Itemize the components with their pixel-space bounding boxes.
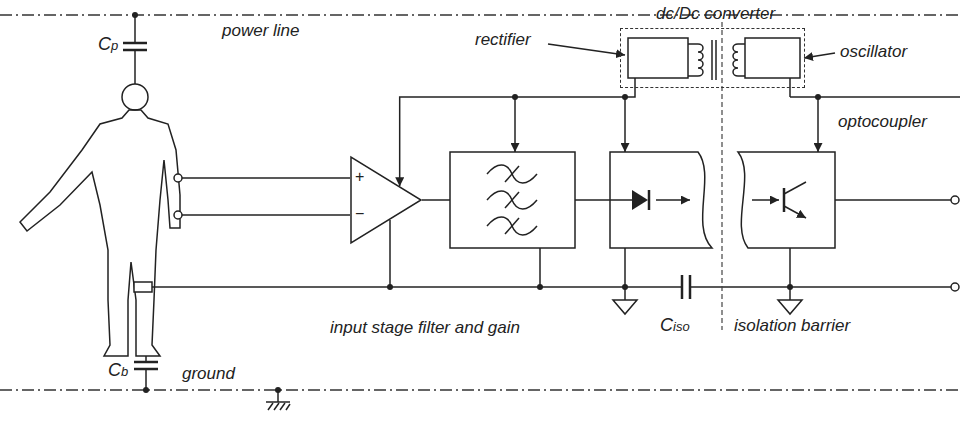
converter-box: dc/Dc converter xyxy=(620,28,805,88)
wire xyxy=(575,199,610,201)
output-terminal xyxy=(951,283,959,291)
filter-symbol xyxy=(505,218,519,234)
capacitor-plate xyxy=(123,42,147,45)
text-holder: Cp xyxy=(98,34,118,56)
filter-symbol xyxy=(505,166,519,182)
text-holder: power line xyxy=(222,21,300,41)
optocoupler-transistor-box xyxy=(738,152,835,248)
wire xyxy=(134,15,136,43)
isolation-barrier-line xyxy=(721,22,722,330)
component-label: Cb xyxy=(108,360,128,382)
rectifier-box xyxy=(628,38,688,78)
leader-arrow xyxy=(804,53,835,58)
text-holder: ground xyxy=(182,364,235,384)
component-label: Ciso xyxy=(660,315,690,337)
wire xyxy=(789,248,791,300)
electrode xyxy=(174,174,182,182)
text-holder: oscillator xyxy=(840,42,907,62)
light-arrow xyxy=(656,199,690,201)
supply-arrow xyxy=(514,97,516,152)
transformer-core xyxy=(711,40,713,80)
transformer-coil xyxy=(688,44,703,76)
filter-symbol xyxy=(487,165,537,183)
input-sign: + xyxy=(355,167,364,186)
earth-symbol xyxy=(266,401,290,403)
ground-symbol xyxy=(613,300,637,314)
wire xyxy=(277,390,279,402)
text-holder: dc/Dc converter xyxy=(656,4,775,24)
wire xyxy=(539,248,541,287)
input-wire xyxy=(182,214,350,216)
amplifier-triangle xyxy=(351,157,421,243)
text-holder: − xyxy=(355,204,364,223)
person-head xyxy=(122,84,148,110)
transformer-core xyxy=(715,40,717,80)
junction-dot xyxy=(143,387,149,393)
wire xyxy=(389,220,391,287)
input-wire xyxy=(182,177,350,179)
barrier-label: isolation barrier xyxy=(734,316,850,336)
led-symbol xyxy=(648,190,651,210)
optocoupler-led-box xyxy=(610,152,712,248)
transformer-coil xyxy=(733,44,745,76)
callout-label: oscillator xyxy=(840,42,907,62)
line-label: ground xyxy=(182,364,235,384)
filter-symbol xyxy=(487,191,537,209)
output-terminal xyxy=(951,196,959,204)
text-holder: Cb xyxy=(108,360,128,382)
wire xyxy=(624,248,626,300)
line-label: power line xyxy=(222,21,300,41)
wire xyxy=(134,50,136,84)
component-label: Cp xyxy=(98,34,118,56)
electrode xyxy=(174,211,182,219)
filter-symbol xyxy=(505,192,519,208)
text-holder: + xyxy=(355,167,364,186)
wire xyxy=(145,369,147,390)
power-line xyxy=(0,14,960,15)
reference-wire xyxy=(690,286,951,288)
filter-symbol xyxy=(487,217,537,235)
supply-arrow xyxy=(624,97,626,152)
converter-heading: dc/Dc converter xyxy=(656,4,775,24)
wire xyxy=(422,199,450,201)
reference-wire xyxy=(152,286,682,288)
leader-arrow xyxy=(548,44,625,55)
phototransistor-symbol xyxy=(784,182,806,194)
text-holder: isolation barrier xyxy=(734,316,850,336)
wire xyxy=(610,199,632,201)
filter-box xyxy=(450,152,575,248)
text-holder: Ciso xyxy=(660,315,690,337)
supply-connector xyxy=(400,88,635,186)
capacitor-plate xyxy=(681,275,684,299)
section-label: input stage filter and gain xyxy=(330,318,520,338)
callout-label: rectifier xyxy=(475,30,531,50)
text-holder: input stage filter and gain xyxy=(330,318,520,338)
phototransistor-symbol xyxy=(784,206,806,218)
callout-label: optocoupler xyxy=(838,112,927,132)
person-body xyxy=(20,110,180,356)
leg-electrode xyxy=(134,282,152,292)
supply-arrow xyxy=(817,97,819,152)
amplifier-triangle: +− xyxy=(350,156,422,244)
input-sign: − xyxy=(355,204,364,223)
ground-symbol xyxy=(778,300,802,314)
light-arrow xyxy=(752,199,779,201)
capacitor-plate xyxy=(134,361,158,364)
oscillator-box xyxy=(745,38,800,78)
wire xyxy=(634,78,636,88)
phototransistor-symbol xyxy=(783,188,786,212)
earth-hatch xyxy=(268,403,290,410)
output-wire xyxy=(835,199,951,201)
led-symbol xyxy=(632,190,648,210)
text-holder: optocoupler xyxy=(838,112,927,132)
text-holder: rectifier xyxy=(475,30,531,50)
